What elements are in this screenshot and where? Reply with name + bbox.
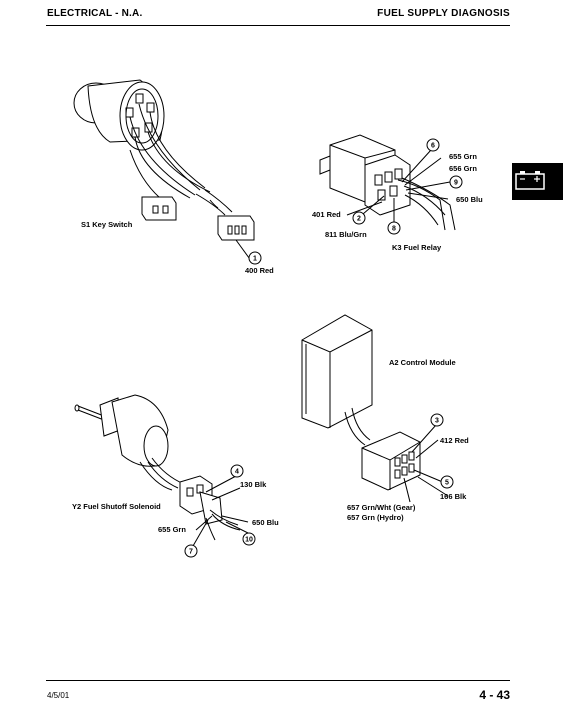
solenoid-wire-650-label: 650 Blu	[252, 518, 279, 527]
callout-10-number: 10	[245, 537, 253, 544]
callout-1-number: 1	[253, 256, 257, 263]
shutoff-solenoid-figure	[74, 394, 249, 547]
callout-3-marker	[430, 413, 444, 427]
header-section-title: ELECTRICAL - N.A.	[47, 8, 143, 19]
solenoid-wire-655-label: 655 Grn	[158, 525, 186, 534]
callout-8-marker	[387, 221, 401, 235]
callout-3-number: 3	[435, 418, 439, 425]
callout-1-label: 400 Red	[245, 266, 274, 275]
footer-date: 4/5/01	[47, 691, 70, 700]
callout-4-number: 4	[235, 469, 239, 476]
section-tab	[512, 163, 563, 200]
callout-7-number: 7	[189, 549, 193, 556]
callout-4-marker	[230, 464, 244, 478]
callout-5-number: 5	[445, 480, 449, 487]
module-wire-166-label: 166 Blk	[440, 492, 467, 501]
relay-wire-811-label: 811 Blu/Grn	[325, 230, 367, 239]
module-wire-657-gear-label: 657 Grn/Wht (Gear)	[347, 503, 416, 512]
module-wire-412-label: 412 Red	[440, 436, 469, 445]
relay-wire-650-label: 650 Blu	[456, 195, 483, 204]
solenoid-wire-130-label: 130 Blk	[240, 480, 267, 489]
callout-5-marker	[440, 475, 454, 489]
callout-9-marker	[449, 175, 463, 189]
relay-wire-656-label: 656 Grn	[449, 164, 477, 173]
shutoff-solenoid-title: Y2 Fuel Shutoff Solenoid	[72, 502, 161, 511]
module-wire-657-hydro-label: 657 Grn (Hydro)	[347, 513, 404, 522]
callout-1-marker	[248, 251, 262, 265]
callout-9-number: 9	[454, 180, 458, 187]
footer-rule	[46, 680, 510, 681]
control-module-title: A2 Control Module	[389, 358, 456, 367]
page-number: 4 - 43	[479, 688, 510, 702]
relay-wire-655-label: 655 Grn	[449, 152, 477, 161]
relay-wire-401-label: 401 Red	[312, 210, 341, 219]
callout-6-marker	[426, 138, 440, 152]
callout-10-marker	[242, 532, 256, 546]
callout-2-marker	[352, 211, 366, 225]
callout-7-marker	[184, 544, 198, 558]
control-module-figure	[301, 314, 449, 503]
callout-8-number: 8	[392, 226, 396, 233]
header-page-title: FUEL SUPPLY DIAGNOSIS	[377, 8, 510, 19]
callout-2-number: 2	[357, 216, 361, 223]
key-switch-title: S1 Key Switch	[81, 220, 133, 229]
callout-6-number: 6	[431, 143, 435, 150]
fuel-relay-title: K3 Fuel Relay	[392, 243, 442, 252]
fuel-relay-figure	[319, 134, 456, 231]
header-rule	[46, 25, 510, 26]
battery-icon	[515, 171, 545, 190]
key-switch-figure	[73, 79, 255, 263]
